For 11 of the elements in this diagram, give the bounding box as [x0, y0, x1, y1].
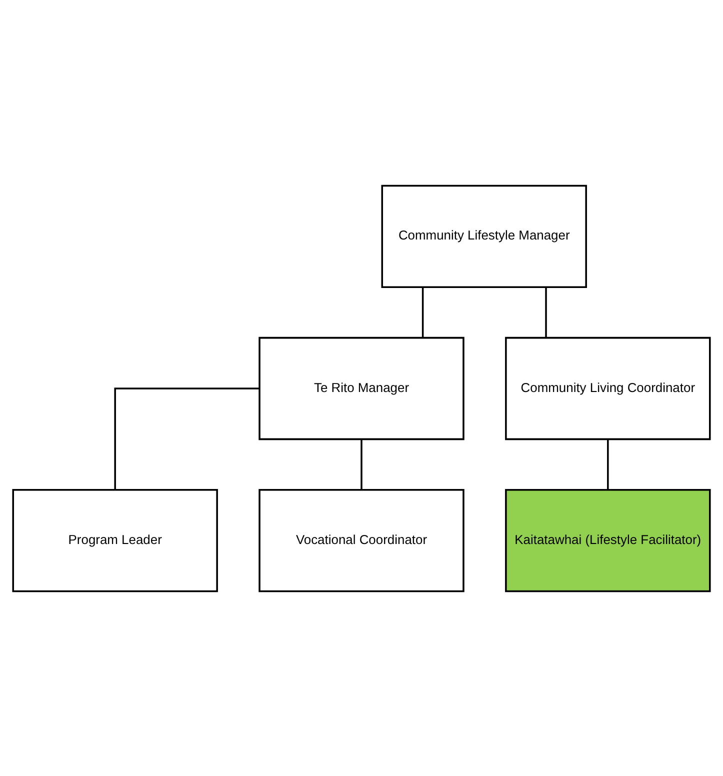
connector [360, 439, 362, 489]
node-box: Kaitatawhai (Lifestyle Facilitator) [505, 488, 711, 592]
node-box: Community Lifestyle Manager [381, 184, 587, 288]
connector [607, 439, 609, 489]
node-box: Community Living Coordinator [505, 336, 711, 440]
node-box: Vocational Coordinator [258, 488, 464, 592]
connector [114, 387, 260, 490]
connector [422, 286, 424, 337]
node-box: Program Leader [12, 488, 218, 592]
node-box: Te Rito Manager [258, 336, 464, 440]
connector [545, 286, 547, 337]
